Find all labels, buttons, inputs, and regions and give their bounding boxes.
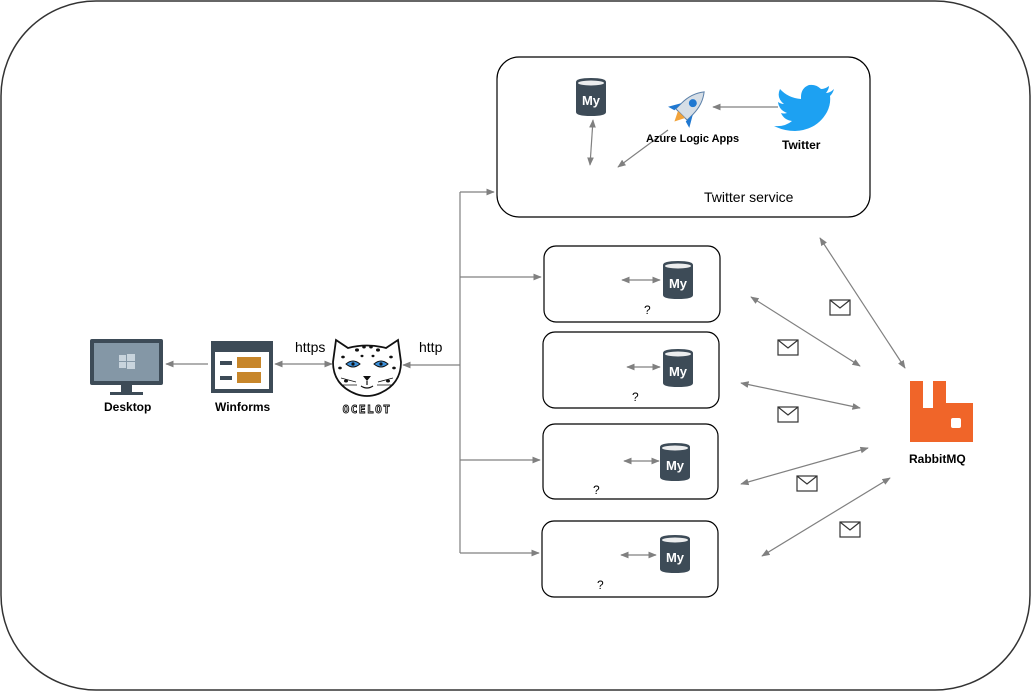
- mysql-db-icon: [576, 78, 606, 116]
- rabbitmq-logo: [910, 381, 973, 442]
- edge-rabbit-service-4: [761, 477, 891, 557]
- edge-azure-service: [617, 129, 669, 168]
- rabbitmq-label: RabbitMQ: [909, 452, 966, 466]
- monitor-icon: [90, 339, 163, 395]
- envelope-icon: [829, 299, 851, 316]
- desktop-label: Desktop: [104, 400, 152, 414]
- mysql-db-icon: [663, 261, 693, 299]
- mysql-db-icon: [660, 443, 690, 481]
- edge-rabbit-service-2: [740, 381, 861, 410]
- ocelot-cat-logo: [332, 338, 402, 397]
- service-box-1: [543, 245, 721, 323]
- mysql-db-icon: [663, 349, 693, 387]
- service-box-4: [541, 520, 719, 598]
- envelope-icon: [839, 521, 861, 538]
- winforms-window-icon: [211, 341, 273, 393]
- azure-logic-apps-label: Azure Logic Apps: [646, 133, 740, 145]
- service-2-label: ?: [632, 390, 639, 404]
- envelope-icon: [777, 339, 799, 356]
- edge-rabbit-service-1: [750, 296, 861, 367]
- service-3-label: ?: [593, 483, 600, 497]
- edge-db-twitter-service: [587, 119, 596, 166]
- envelope-icon: [777, 406, 799, 423]
- twitter-bird-icon: [774, 84, 834, 131]
- winforms-label: Winforms: [215, 400, 271, 414]
- service-4-label: ?: [597, 578, 604, 592]
- service-1-label: ?: [644, 303, 651, 317]
- edge-label-https: https: [295, 339, 326, 355]
- ocelot-wordmark: OCELOT: [343, 403, 392, 416]
- twitter-service-label: Twitter service: [704, 189, 794, 205]
- twitter-label: Twitter: [782, 138, 821, 152]
- envelope-icon: [796, 475, 818, 492]
- edge-rabbit-twitter-service: [819, 237, 906, 369]
- mysql-db-icon: [660, 535, 690, 573]
- edge-label-http: http: [419, 339, 443, 355]
